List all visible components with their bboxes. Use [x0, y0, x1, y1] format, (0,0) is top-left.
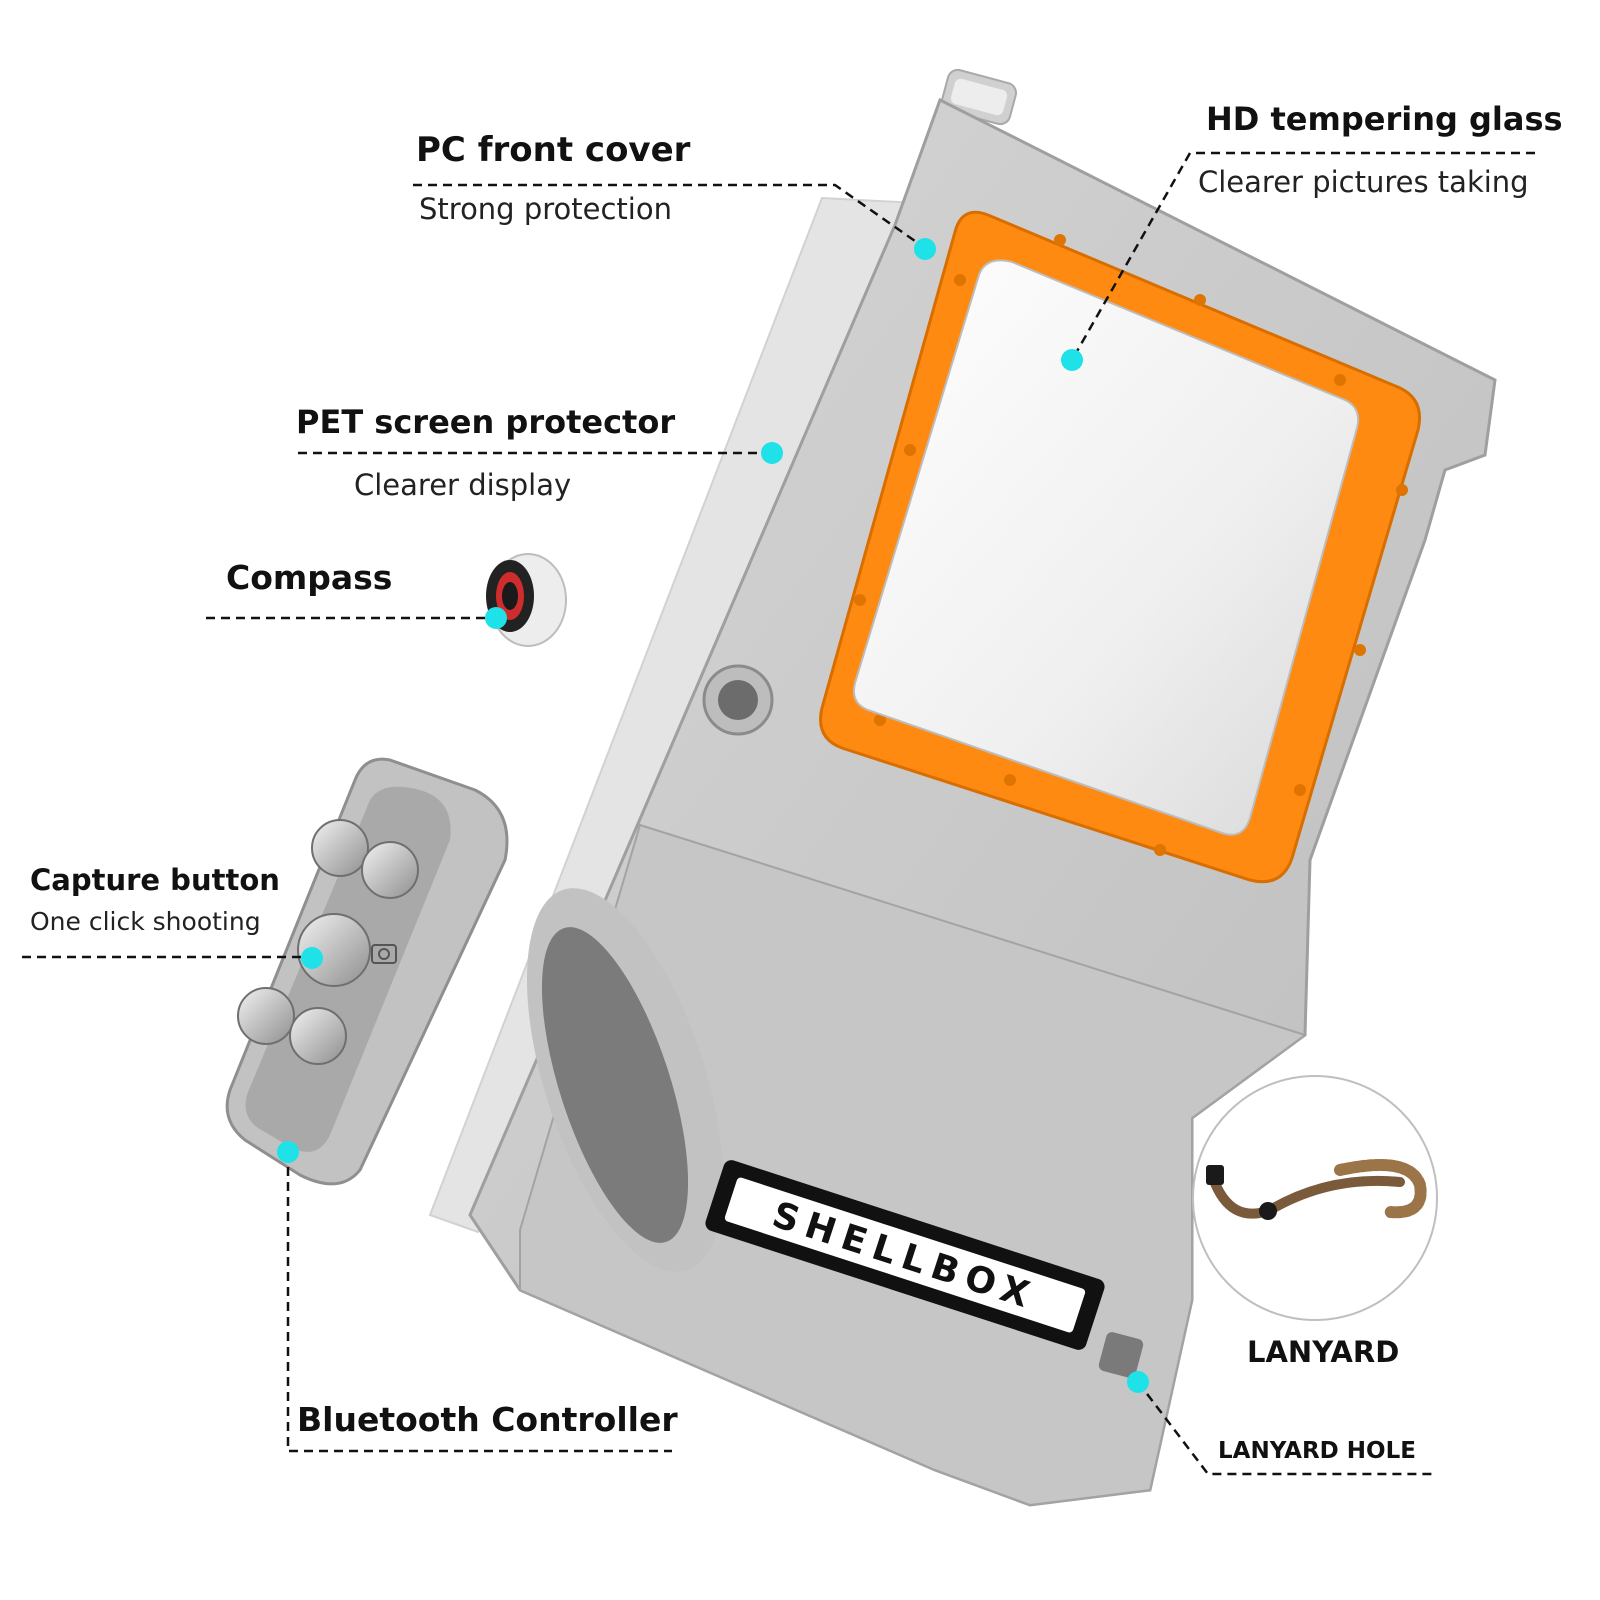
leader-hd-glass	[1070, 151, 1535, 361]
capture-button-subtitle: One click shooting	[30, 907, 261, 936]
dot-hd-glass	[1061, 349, 1083, 371]
pet-protector-subtitle: Clearer display	[354, 468, 572, 502]
pc-front-cover-title: PC front cover	[416, 130, 691, 170]
leader-pc-front-cover	[413, 183, 926, 250]
dot-lanyard-hole	[1127, 1371, 1149, 1393]
dot-compass	[485, 607, 507, 629]
pet-protector-title: PET screen protector	[296, 403, 676, 441]
lanyard-inset-circle	[1192, 1075, 1438, 1321]
camera-icon	[371, 944, 397, 964]
pc-front-cover-subtitle: Strong protection	[419, 192, 672, 226]
hd-glass-title: HD tempering glass	[1206, 100, 1563, 138]
hd-glass-window	[852, 259, 1360, 836]
lanyard-icon	[1206, 1159, 1427, 1220]
dot-bluetooth-controller	[277, 1141, 299, 1163]
hd-glass-subtitle: Clearer pictures taking	[1198, 165, 1529, 199]
capture-button-title: Capture button	[30, 863, 280, 897]
lanyard-title: LANYARD	[1247, 1335, 1400, 1369]
compass-icon	[486, 553, 567, 647]
compass-title: Compass	[226, 558, 393, 597]
dot-capture-button	[301, 947, 323, 969]
lanyard-hole-title: LANYARD HOLE	[1218, 1438, 1416, 1464]
lanyard-hole	[1098, 1332, 1144, 1378]
bluetooth-controller-device	[225, 757, 509, 1186]
handle-opening	[526, 888, 724, 1272]
dot-pc-front-cover	[914, 238, 936, 260]
leader-bluetooth-controller	[286, 1152, 672, 1453]
leader-lanyard-hole	[1137, 1381, 1436, 1476]
dot-pet-protector	[761, 442, 783, 464]
bluetooth-controller-title: Bluetooth Controller	[297, 1400, 678, 1439]
